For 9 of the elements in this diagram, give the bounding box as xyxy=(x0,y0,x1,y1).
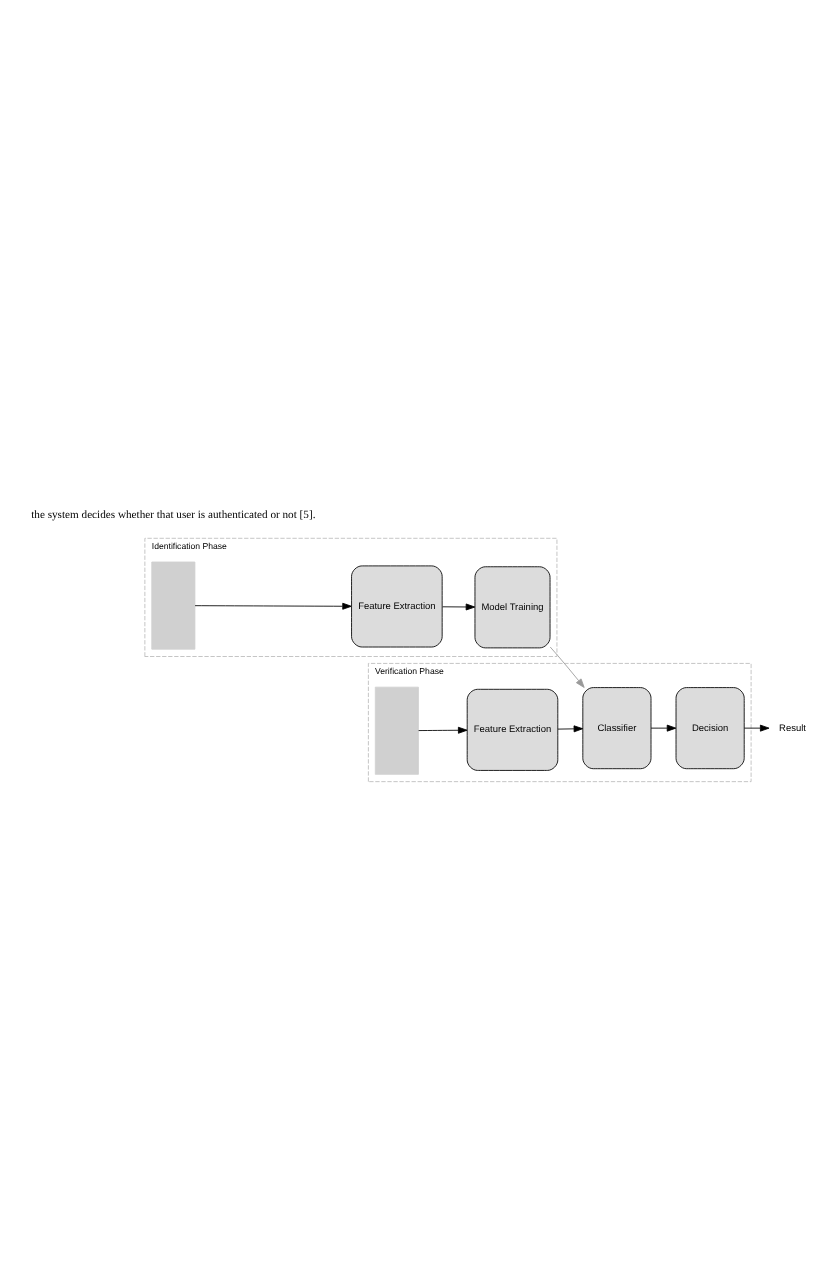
node-box xyxy=(151,561,196,650)
arrow xyxy=(194,602,352,610)
arrow xyxy=(418,726,468,734)
arrow xyxy=(650,724,677,732)
arrow xyxy=(557,725,584,733)
arrow xyxy=(549,646,585,688)
arrow xyxy=(442,603,476,611)
node-box xyxy=(374,686,419,775)
arrow xyxy=(743,724,770,732)
